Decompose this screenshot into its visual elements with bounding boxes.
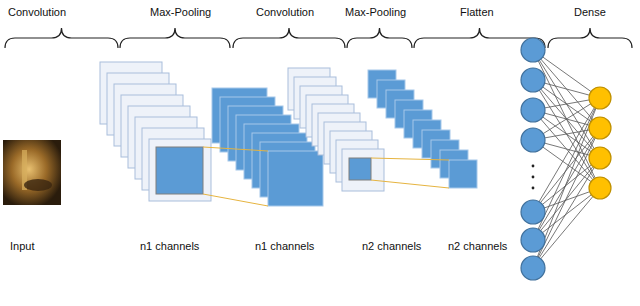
kernel-window: [349, 158, 371, 180]
neuron: [589, 87, 611, 109]
neuron: [589, 177, 611, 199]
input-photo: [3, 140, 61, 205]
neuron: [589, 117, 611, 139]
pooled-map: [449, 160, 477, 188]
dense-neurons: [589, 87, 611, 199]
channel-label: n1 channels: [255, 240, 314, 253]
bracket: [120, 28, 230, 48]
input-label: Input: [10, 240, 34, 253]
feature-map: [342, 149, 384, 191]
neuron: [589, 147, 611, 169]
bracket: [347, 28, 412, 48]
stage-label: Convolution: [256, 6, 314, 19]
flatten-neurons: [521, 38, 545, 280]
channel-label: n2 channels: [362, 240, 421, 253]
ellipsis-dots: [532, 165, 535, 190]
neuron: [521, 38, 545, 62]
channel-label: n1 channels: [140, 240, 199, 253]
pooled-map-stack: [368, 70, 477, 188]
projection-line: [203, 194, 268, 206]
stage-label: Convolution: [8, 6, 66, 19]
pooled-map: [268, 151, 323, 206]
dot: [532, 165, 535, 168]
feature-map: [149, 139, 211, 201]
neuron: [521, 128, 545, 152]
projection-line: [371, 180, 449, 188]
channel-label: n2 channels: [448, 240, 507, 253]
projection-line: [203, 147, 268, 151]
neuron: [521, 200, 545, 224]
neuron: [521, 256, 545, 280]
dot: [532, 187, 535, 190]
stage-label: Flatten: [460, 6, 494, 19]
projection-lines: [371, 158, 449, 188]
kernel-window: [156, 147, 203, 194]
bracket: [233, 28, 345, 48]
input-photo-detail: [24, 179, 52, 191]
stage-label: Max-Pooling: [150, 6, 211, 19]
bracket: [5, 28, 118, 48]
projection-line: [371, 158, 449, 160]
stage-label: Max-Pooling: [345, 6, 406, 19]
projection-lines: [203, 147, 268, 206]
neuron: [521, 228, 545, 252]
dot: [532, 176, 535, 179]
input-image: [3, 140, 61, 205]
bracket: [548, 28, 632, 48]
stage-label: Dense: [574, 6, 606, 19]
feature-map-stack: [100, 62, 211, 201]
neuron: [521, 98, 545, 122]
neuron: [521, 68, 545, 92]
